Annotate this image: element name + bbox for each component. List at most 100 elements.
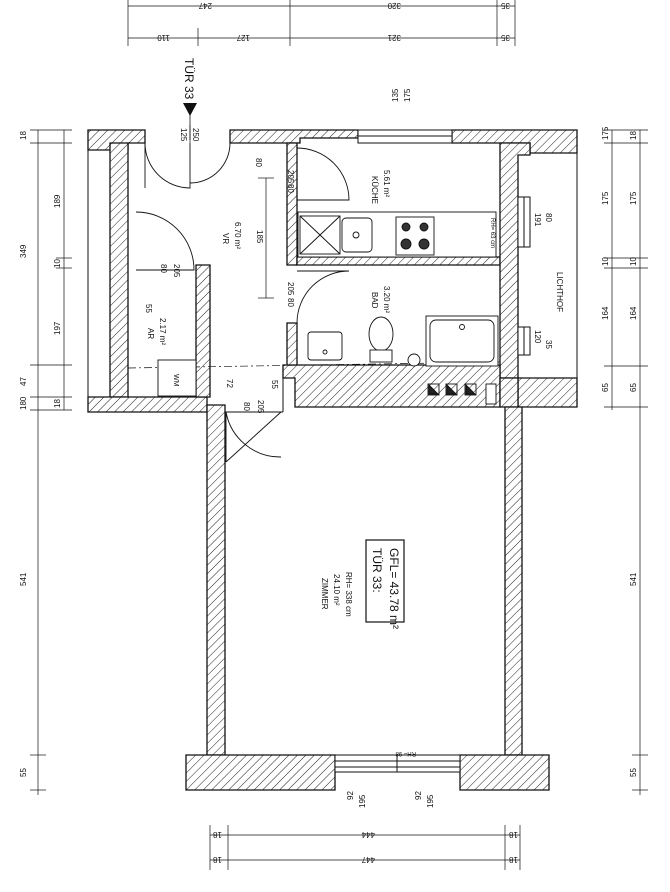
dim-right-55: 55 — [629, 768, 638, 777]
dim-z-55: 55 — [270, 380, 279, 389]
dim-z-205: 205 — [256, 400, 265, 414]
dim-entry-250: 250 — [191, 128, 200, 142]
dim-win-195b: 195 — [426, 794, 435, 808]
rh-kitchen-label: RH= 63 cm — [489, 218, 495, 248]
dim-left-180: 180 — [19, 396, 28, 410]
door-ar — [135, 211, 195, 271]
area-box — [365, 539, 405, 623]
dim-top-35: 35 — [501, 1, 510, 10]
dim-left-47: 47 — [19, 377, 28, 386]
dim-right-175: 175 — [629, 191, 638, 205]
dim-right-18a: 175 — [601, 126, 610, 140]
room-vr-name: VR — [221, 233, 230, 244]
dim-right-541: 541 — [629, 572, 638, 586]
dim-kitchen-135: 135 — [391, 88, 400, 102]
bath-sink — [307, 331, 343, 361]
dim-win-195a: 195 — [358, 794, 367, 808]
wall-top-mid — [229, 129, 359, 144]
door-label: TÜR 33 — [182, 58, 196, 100]
dim-left-18b: 18 — [53, 399, 62, 408]
dim-left-18: 18 — [19, 131, 28, 140]
room-ar-name: AR — [146, 328, 155, 339]
room-kueche-name: KÜCHE — [370, 176, 379, 204]
dim-z-80: 80 — [242, 402, 251, 411]
dim-kw-80: 80 — [544, 213, 553, 222]
door-kitchen — [296, 147, 350, 201]
doors — [135, 142, 350, 463]
dim-bot-18d: 18 — [509, 855, 518, 864]
dim-win-92a: 92 — [346, 791, 355, 800]
room-kueche-area: 5.61 m² — [382, 170, 391, 197]
dim-ar-55: 55 — [144, 304, 153, 313]
room-bad-area: 3.20 m² — [382, 286, 391, 313]
dim-win-92b: 92 — [414, 791, 423, 800]
room-ar-area: 2.17 m² — [158, 318, 167, 345]
kitchen-stove — [395, 216, 435, 256]
room-bad-name: BAD — [370, 292, 379, 309]
dim-vr-80a: 80 — [286, 184, 295, 193]
walls — [87, 129, 578, 791]
wm-label: WM — [172, 374, 179, 387]
dim-bot-444: 444 — [361, 830, 375, 839]
wall-upper-bottom-left — [87, 396, 208, 413]
boiler — [407, 353, 421, 367]
dim-left-349: 349 — [19, 244, 28, 258]
wall-zimmer-left — [206, 404, 226, 756]
dim-right-164: 164 — [629, 306, 638, 320]
room-zimmer-name: ZIMMER — [320, 578, 329, 610]
dim-right-10: 10 — [629, 257, 638, 266]
wall-left-upper — [109, 142, 129, 398]
wall-mid-band-right — [499, 377, 519, 408]
dim-top-320: 320 — [387, 1, 401, 10]
dim-bot-447: 447 — [361, 855, 375, 864]
dim-lines — [30, 0, 648, 870]
dim-left-541: 541 — [19, 572, 28, 586]
dim-vr-205a: 205 — [286, 170, 295, 184]
fixtures — [157, 211, 499, 405]
dim-top-127: 127 — [236, 33, 250, 42]
dim-ar-205: 205 — [172, 264, 181, 278]
dim-vr-185: 185 — [255, 230, 264, 244]
dim-bot-18b: 18 — [509, 830, 518, 839]
dim-left-10: 10 — [53, 259, 62, 268]
dim-right-in-164: 164 — [601, 306, 610, 320]
toilet — [368, 316, 394, 352]
room-zimmer-area: 24.10 m² — [332, 574, 341, 606]
dim-top-321: 321 — [387, 33, 401, 42]
dim-bot-18a: 18 — [213, 830, 222, 839]
texts: 247 320 35 110 127 321 35 TÜR 33 18 349 … — [19, 1, 638, 864]
rh-zimmer-label: RH= 98 — [395, 750, 416, 756]
entry-door — [144, 142, 231, 189]
room-vr-area: 6.70 m² — [233, 222, 242, 249]
dim-entry-125: 125 — [179, 128, 188, 142]
dim-z-72: 72 — [225, 379, 234, 388]
wall-lichthof — [517, 377, 578, 408]
dim-vr-80b: 80 — [286, 298, 295, 307]
dim-right-65: 65 — [629, 383, 638, 392]
wall-ar-partition — [195, 264, 211, 398]
wall-zimmer-right — [504, 406, 523, 756]
dim-top-110: 110 — [157, 33, 170, 42]
dim-right-in-10: 10 — [601, 257, 610, 266]
dim-top-247: 247 — [198, 1, 212, 10]
area-box-line2: GFL= 43.78 m² — [387, 548, 401, 629]
dim-kitchen-175: 175 — [403, 88, 412, 102]
dim-left-55: 55 — [19, 768, 28, 777]
dim-kw-191: 191 — [533, 213, 542, 227]
wall-bottom-left — [185, 754, 336, 791]
washing-machine — [157, 359, 197, 397]
dim-right-in-65: 65 — [601, 383, 610, 392]
wall-vr-kitchen — [286, 142, 298, 266]
room-zimmer-height: RH= 338 cm — [344, 572, 353, 617]
dim-vr-205b: 205 — [286, 282, 295, 296]
dim-left-189: 189 — [53, 194, 62, 208]
windows — [334, 129, 531, 773]
wall-kitchen-bad — [296, 256, 501, 266]
dim-bw-35: 35 — [544, 340, 553, 349]
dim-left-197: 197 — [53, 321, 62, 335]
area-box-line1: TÜR 33: — [370, 548, 384, 593]
dim-top-35b: 35 — [501, 33, 510, 42]
dim-bw-120: 120 — [533, 330, 542, 344]
